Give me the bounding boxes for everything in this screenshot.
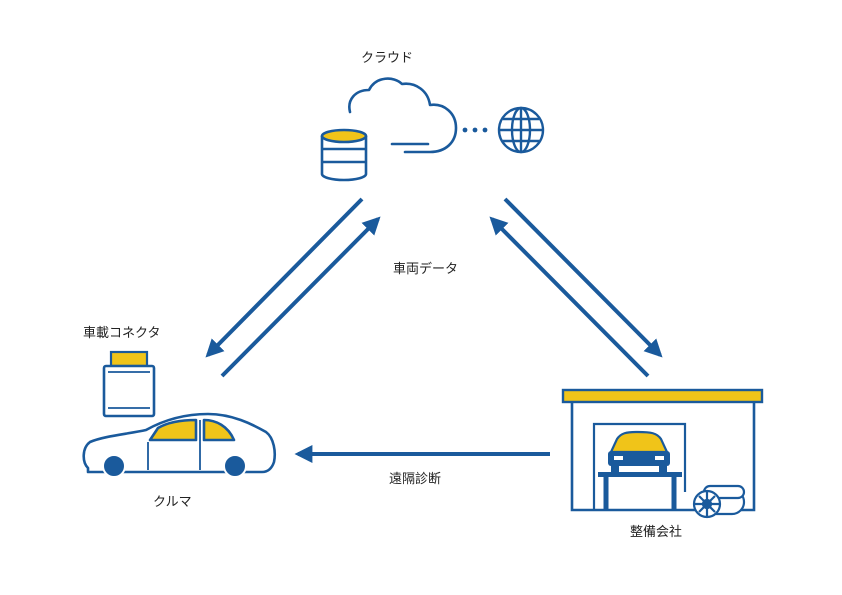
car-label: クルマ [153, 495, 192, 510]
tire-icon [692, 484, 746, 519]
remote-diagnosis-label: 遠隔診断 [389, 472, 442, 487]
dots-connector [462, 127, 488, 133]
car-icon [82, 412, 277, 478]
database-icon [320, 128, 368, 182]
connector-label: 車載コネクタ [83, 326, 161, 341]
connector-icon [102, 350, 156, 418]
garage-icon [561, 388, 764, 512]
cloud-label: クラウド [361, 51, 414, 66]
arrow-cloud-to-car [205, 197, 364, 358]
arrow-garage-to-cloud [489, 216, 650, 378]
arrows [205, 197, 663, 463]
garage-label: 整備会社 [630, 525, 683, 540]
arrow-cloud-to-garage [503, 197, 663, 358]
globe-icon [497, 106, 545, 154]
cloud-icon [348, 77, 458, 154]
vehicle-data-label: 車両データ [393, 262, 459, 277]
arrow-car-to-cloud [220, 216, 381, 378]
